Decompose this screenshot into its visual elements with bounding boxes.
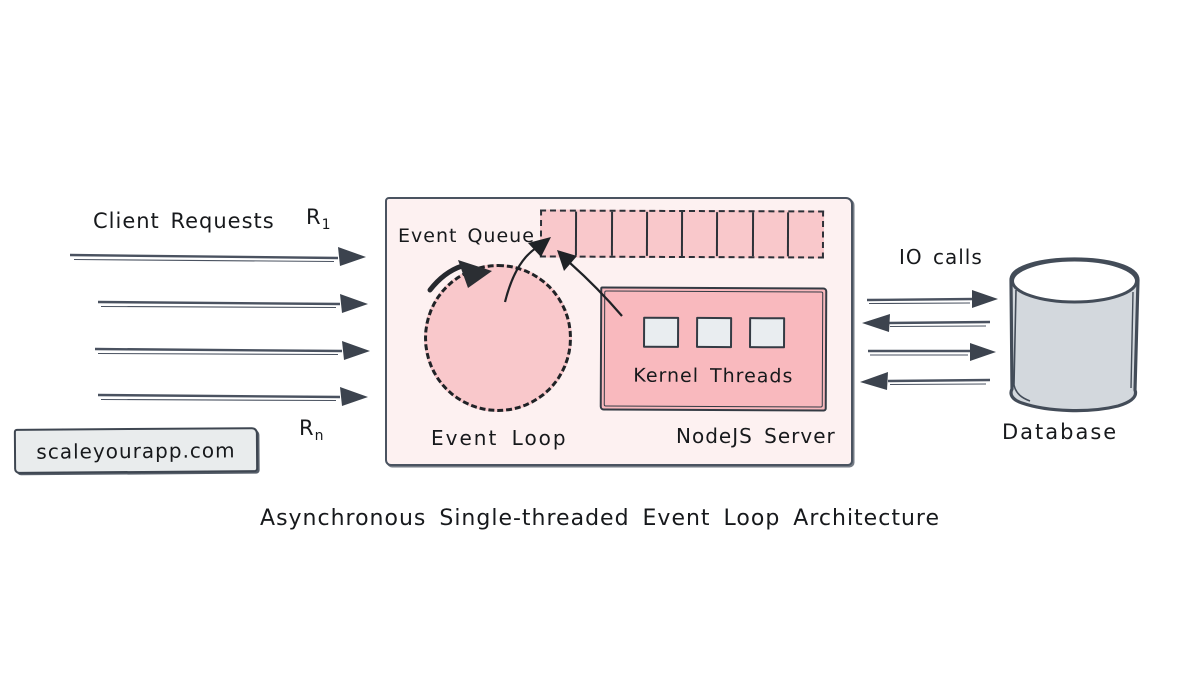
watermark-text: scaleyourapp.com: [36, 437, 236, 464]
client-requests-label: Client Requests: [93, 209, 275, 233]
diagram-caption: Asynchronous Single-threaded Event Loop …: [260, 506, 940, 531]
kernel-thread-squares: [602, 316, 825, 349]
event-queue-cell: [789, 212, 822, 256]
io-call-arrow-out: [868, 343, 996, 361]
client-request-arrow: [69, 247, 366, 266]
client-request-arrow: [97, 294, 368, 313]
kernel-thread-square: [748, 317, 785, 349]
kernel-threads-label: Kernel Threads: [633, 364, 794, 388]
kernel-thread-square: [642, 316, 679, 348]
client-request-arrow: [94, 341, 370, 360]
database-icon: [1009, 257, 1140, 413]
request-rn-label: Rn: [299, 416, 325, 445]
event-loop-circle: [424, 264, 572, 412]
io-calls-label: IO calls: [899, 245, 983, 269]
event-queue: [539, 209, 825, 259]
io-call-arrow-out: [866, 290, 998, 308]
event-queue-cell: [647, 211, 684, 257]
io-call-arrow-in: [860, 372, 991, 390]
database-label: Database: [1002, 420, 1119, 444]
event-queue-cell: [753, 212, 789, 257]
watermark-box: scaleyourapp.com: [13, 427, 259, 474]
io-call-arrow-in: [862, 314, 991, 332]
event-queue-cell: [682, 212, 719, 257]
event-queue-label: Event Queue: [398, 225, 535, 247]
nodejs-server-label: NodeJS Server: [676, 424, 836, 448]
event-queue-cell: [577, 211, 613, 256]
event-loop-label: Event Loop: [431, 426, 568, 450]
client-request-arrow: [97, 387, 368, 406]
event-queue-cell: [612, 211, 648, 256]
request-r1-label: R1: [306, 205, 332, 234]
event-queue-cell: [541, 211, 578, 256]
kernel-thread-square: [695, 316, 732, 349]
kernel-threads-box: Kernel Threads: [599, 286, 828, 412]
event-queue-cell: [718, 212, 754, 257]
